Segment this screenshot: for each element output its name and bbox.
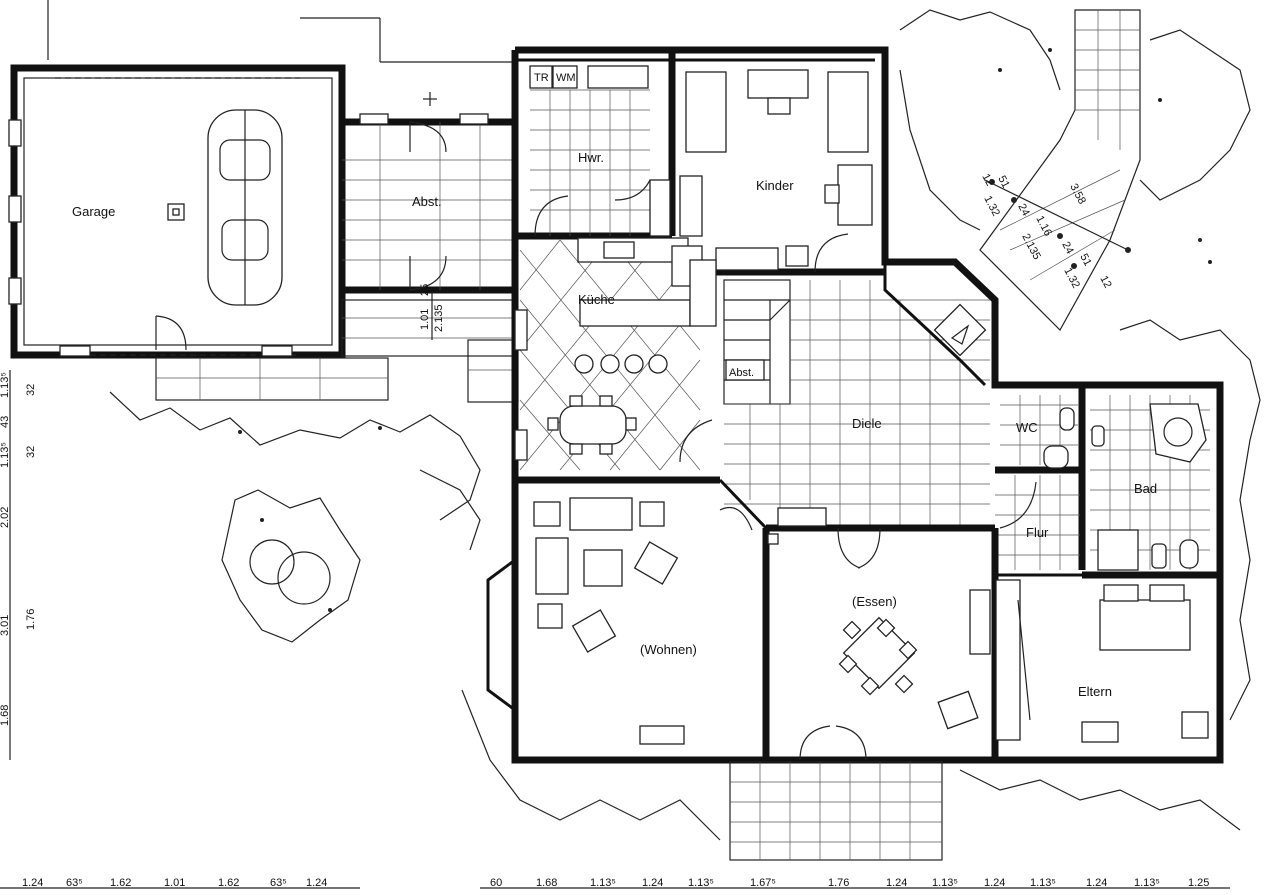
essen-room: (Essen) xyxy=(767,527,991,761)
dim-left-6: 3.01 xyxy=(0,615,11,636)
house-outline xyxy=(511,46,1224,764)
garden-path xyxy=(979,9,1141,331)
entry-terrace xyxy=(729,761,943,861)
dim-bottom-right-3: 1.24 xyxy=(642,877,663,889)
door-dim-0: 25 xyxy=(419,284,431,296)
room-label-abst: Abst. xyxy=(412,194,442,209)
dim-bottom-right-9: 1.24 xyxy=(984,877,1005,889)
dim-left-1: 32 xyxy=(25,384,37,396)
flur-room: Flur xyxy=(991,475,1082,760)
room-label-kueche: Küche xyxy=(578,292,615,307)
dim-bottom-left-6: 1.24 xyxy=(306,877,327,889)
site-lines xyxy=(47,0,512,63)
dim-bottom-left-0: 1.24 xyxy=(22,877,43,889)
room-label-wohnen: (Wohnen) xyxy=(640,642,697,657)
dim-bottom-right-10: 1.13⁵ xyxy=(1030,877,1056,889)
dim-left-2: 43 xyxy=(0,416,11,428)
diele-room: Diele xyxy=(718,262,995,532)
car-icon xyxy=(207,109,283,306)
dim-left-5: 2.02 xyxy=(0,507,11,528)
hwr-room: TR WM Hwr. xyxy=(515,50,676,240)
vegetation xyxy=(109,9,1261,841)
stair-dim-7: 24 xyxy=(1059,240,1075,256)
dim-bottom-right-12: 1.13⁵ xyxy=(1134,877,1160,889)
stair-dim-5: 1.16 xyxy=(1033,214,1054,239)
staircase: Abst. xyxy=(723,279,791,405)
dim-bottom-right-8: 1.13⁵ xyxy=(932,877,958,889)
room-label-hwr: Hwr. xyxy=(578,150,604,165)
kueche-room: Küche xyxy=(514,237,720,484)
room-label-essen: (Essen) xyxy=(852,594,897,609)
dim-left-8: 1.68 xyxy=(0,705,11,726)
stair-dim-6: 2.135 xyxy=(1019,232,1043,262)
dining-table-icon xyxy=(559,405,627,445)
dim-bottom-right-5: 1.67⁵ xyxy=(750,877,776,889)
dim-bottom-left-1: 63⁵ xyxy=(66,877,83,889)
dim-bottom-right-11: 1.24 xyxy=(1086,877,1107,889)
dim-bottom-left-5: 63⁵ xyxy=(270,877,287,889)
dim-bottom-right-13: 1.25 xyxy=(1188,877,1209,889)
bad-room: Bad xyxy=(1082,395,1220,579)
kinder-room: Kinder xyxy=(672,69,885,276)
dim-bottom-right-7: 1.24 xyxy=(886,877,907,889)
dim-bottom-right-4: 1.13⁵ xyxy=(688,877,714,889)
dim-left-4: 32 xyxy=(25,446,37,458)
room-label-diele: Diele xyxy=(852,416,882,431)
room-label-kinder: Kinder xyxy=(756,178,794,193)
room-label-eltern: Eltern xyxy=(1078,684,1112,699)
stair-dim-10: 12 xyxy=(1097,274,1113,290)
door-dimensions: 25 1.01 2.135 xyxy=(419,284,445,340)
appliance-tr: TR xyxy=(534,72,549,84)
stair-dim-4: 3.58 xyxy=(1067,182,1088,207)
stair-dim-1: 51 xyxy=(995,174,1011,190)
stair-dim-8: 51 xyxy=(1077,252,1093,268)
dim-bottom-right-6: 1.76 xyxy=(828,877,849,889)
door-dim-1: 1.01 xyxy=(419,309,431,330)
dim-bottom-left-3: 1.01 xyxy=(164,877,185,889)
dim-bottom-right-0: 60 xyxy=(490,877,502,889)
room-label-abst2: Abst. xyxy=(729,367,754,379)
room-label-bad: Bad xyxy=(1134,481,1157,496)
essen-table-icon xyxy=(842,616,916,690)
breezeway: Abst. xyxy=(155,92,519,403)
room-label-garage: Garage xyxy=(72,204,115,219)
garage-room: Garage xyxy=(8,64,346,359)
bottom-dims-right: 60 1.68 1.13⁵ 1.24 1.13⁵ 1.67⁵ 1.76 1.24… xyxy=(490,877,1209,889)
eltern-room: Eltern xyxy=(995,579,1209,743)
dim-left-7: 1.76 xyxy=(25,609,37,630)
door-dim-2: 2.135 xyxy=(433,304,445,332)
stair-dim-0: 12 xyxy=(979,172,995,188)
wohnen-room: (Wohnen) xyxy=(486,497,770,760)
dim-bottom-right-1: 1.68 xyxy=(536,877,557,889)
bathtub-icon xyxy=(1149,403,1207,463)
stair-dim-3: 24 xyxy=(1015,202,1031,218)
stair-dim-2: 1.32 xyxy=(981,194,1002,219)
room-label-wc: WC xyxy=(1016,420,1038,435)
dim-left-0: 1.13⁵ xyxy=(0,372,11,398)
dim-bottom-right-2: 1.13⁵ xyxy=(590,877,616,889)
room-label-flur: Flur xyxy=(1026,525,1049,540)
wc-room: WC xyxy=(995,385,1086,570)
left-dimension-line: 1.13⁵ 32 43 1.13⁵ 32 2.02 3.01 1.76 1.68 xyxy=(0,370,37,760)
dim-left-3: 1.13⁵ xyxy=(0,442,11,468)
appliance-wm: WM xyxy=(556,72,576,84)
dim-bottom-left-4: 1.62 xyxy=(218,877,239,889)
stair-dim-9: 1.32 xyxy=(1061,266,1082,291)
dim-bottom-left-2: 1.62 xyxy=(110,877,131,889)
bottom-dims-left: 1.24 63⁵ 1.62 1.01 1.62 63⁵ 1.24 xyxy=(22,877,327,889)
